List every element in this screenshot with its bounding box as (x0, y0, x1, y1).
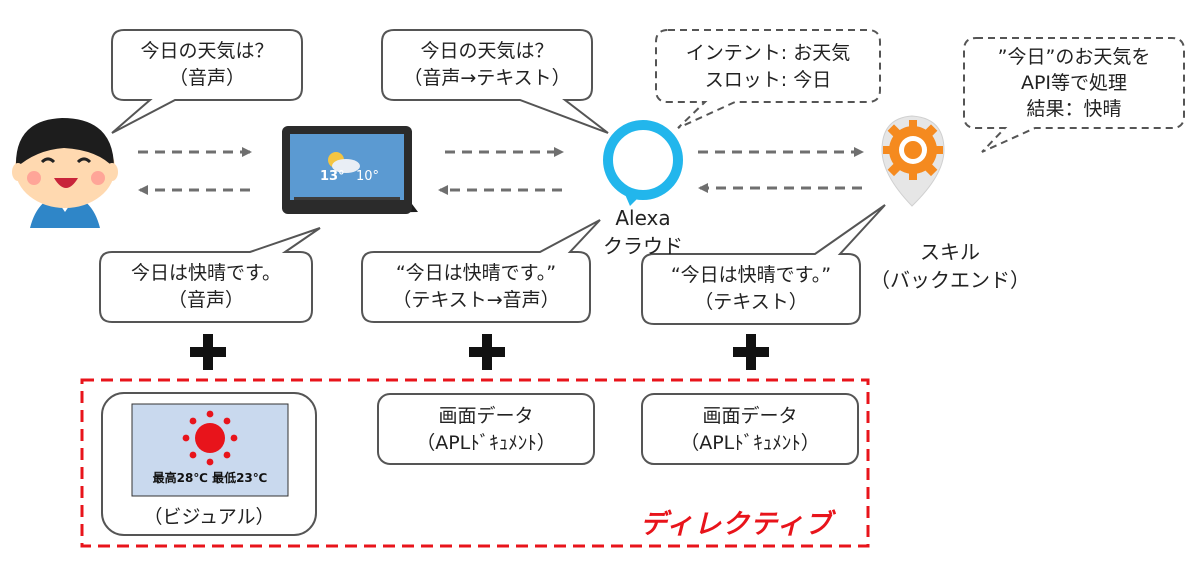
skill-gear-icon (881, 115, 945, 207)
device-temp-low: 10° (356, 169, 379, 184)
apl-box-2 (641, 393, 859, 465)
apl-box-2-text: 画面データ （APLﾄﾞｷｭﾒﾝﾄ） (680, 405, 820, 454)
directive-title: ディレクティブ (640, 509, 833, 540)
skill-label: スキル （バックエンド） (870, 240, 1030, 292)
bubble-user-query (111, 29, 303, 134)
bubble-user-query-text: 今日の天気は？ （音声） (140, 40, 274, 89)
plus-icon-1 (190, 334, 226, 370)
visual-temp-caption: 最高28℃ 最低23℃ (152, 471, 268, 485)
plus-icon-2 (469, 334, 505, 370)
visual-label: （ビジュアル） (143, 506, 275, 528)
skill-processing-text: ”今日”のお天気を API等で処理 結果：快晴 (997, 46, 1151, 120)
plus-icon-3 (733, 334, 769, 370)
bubble-device-to-user-text: 今日は快晴です。 （音声） (130, 262, 282, 311)
alexa-logo-icon (603, 120, 683, 206)
sun-icon (182, 410, 238, 466)
bubble-skill-to-alexa (641, 204, 886, 325)
bubble-skill-to-alexa-text: “今日は快晴です。” （テキスト） (670, 264, 832, 313)
bubble-device-to-alexa (381, 29, 609, 134)
bubble-device-to-alexa-text: 今日の天気は？ （音声→テキスト） (403, 40, 571, 89)
alexa-intent-text: インテント: お天気 スロット: 今日 (685, 42, 851, 91)
thought-bubble-skill-processing (963, 37, 1185, 153)
alexa-cloud-label: Alexa クラウド (603, 206, 683, 258)
user-avatar-icon (12, 118, 118, 228)
device-temp-high: 13° (320, 169, 345, 184)
apl-box-1 (377, 393, 595, 465)
flow-arrows (138, 147, 864, 195)
bubble-alexa-to-device-text: “今日は快晴です。” （テキスト→音声） (392, 262, 560, 311)
echo-show-device-icon: 13° 10° (282, 126, 418, 214)
bubble-device-to-user (99, 227, 321, 323)
thought-bubble-alexa-intent (655, 29, 881, 129)
bubble-alexa-to-device (361, 219, 601, 323)
apl-box-1-text: 画面データ （APLﾄﾞｷｭﾒﾝﾄ） (416, 405, 556, 454)
